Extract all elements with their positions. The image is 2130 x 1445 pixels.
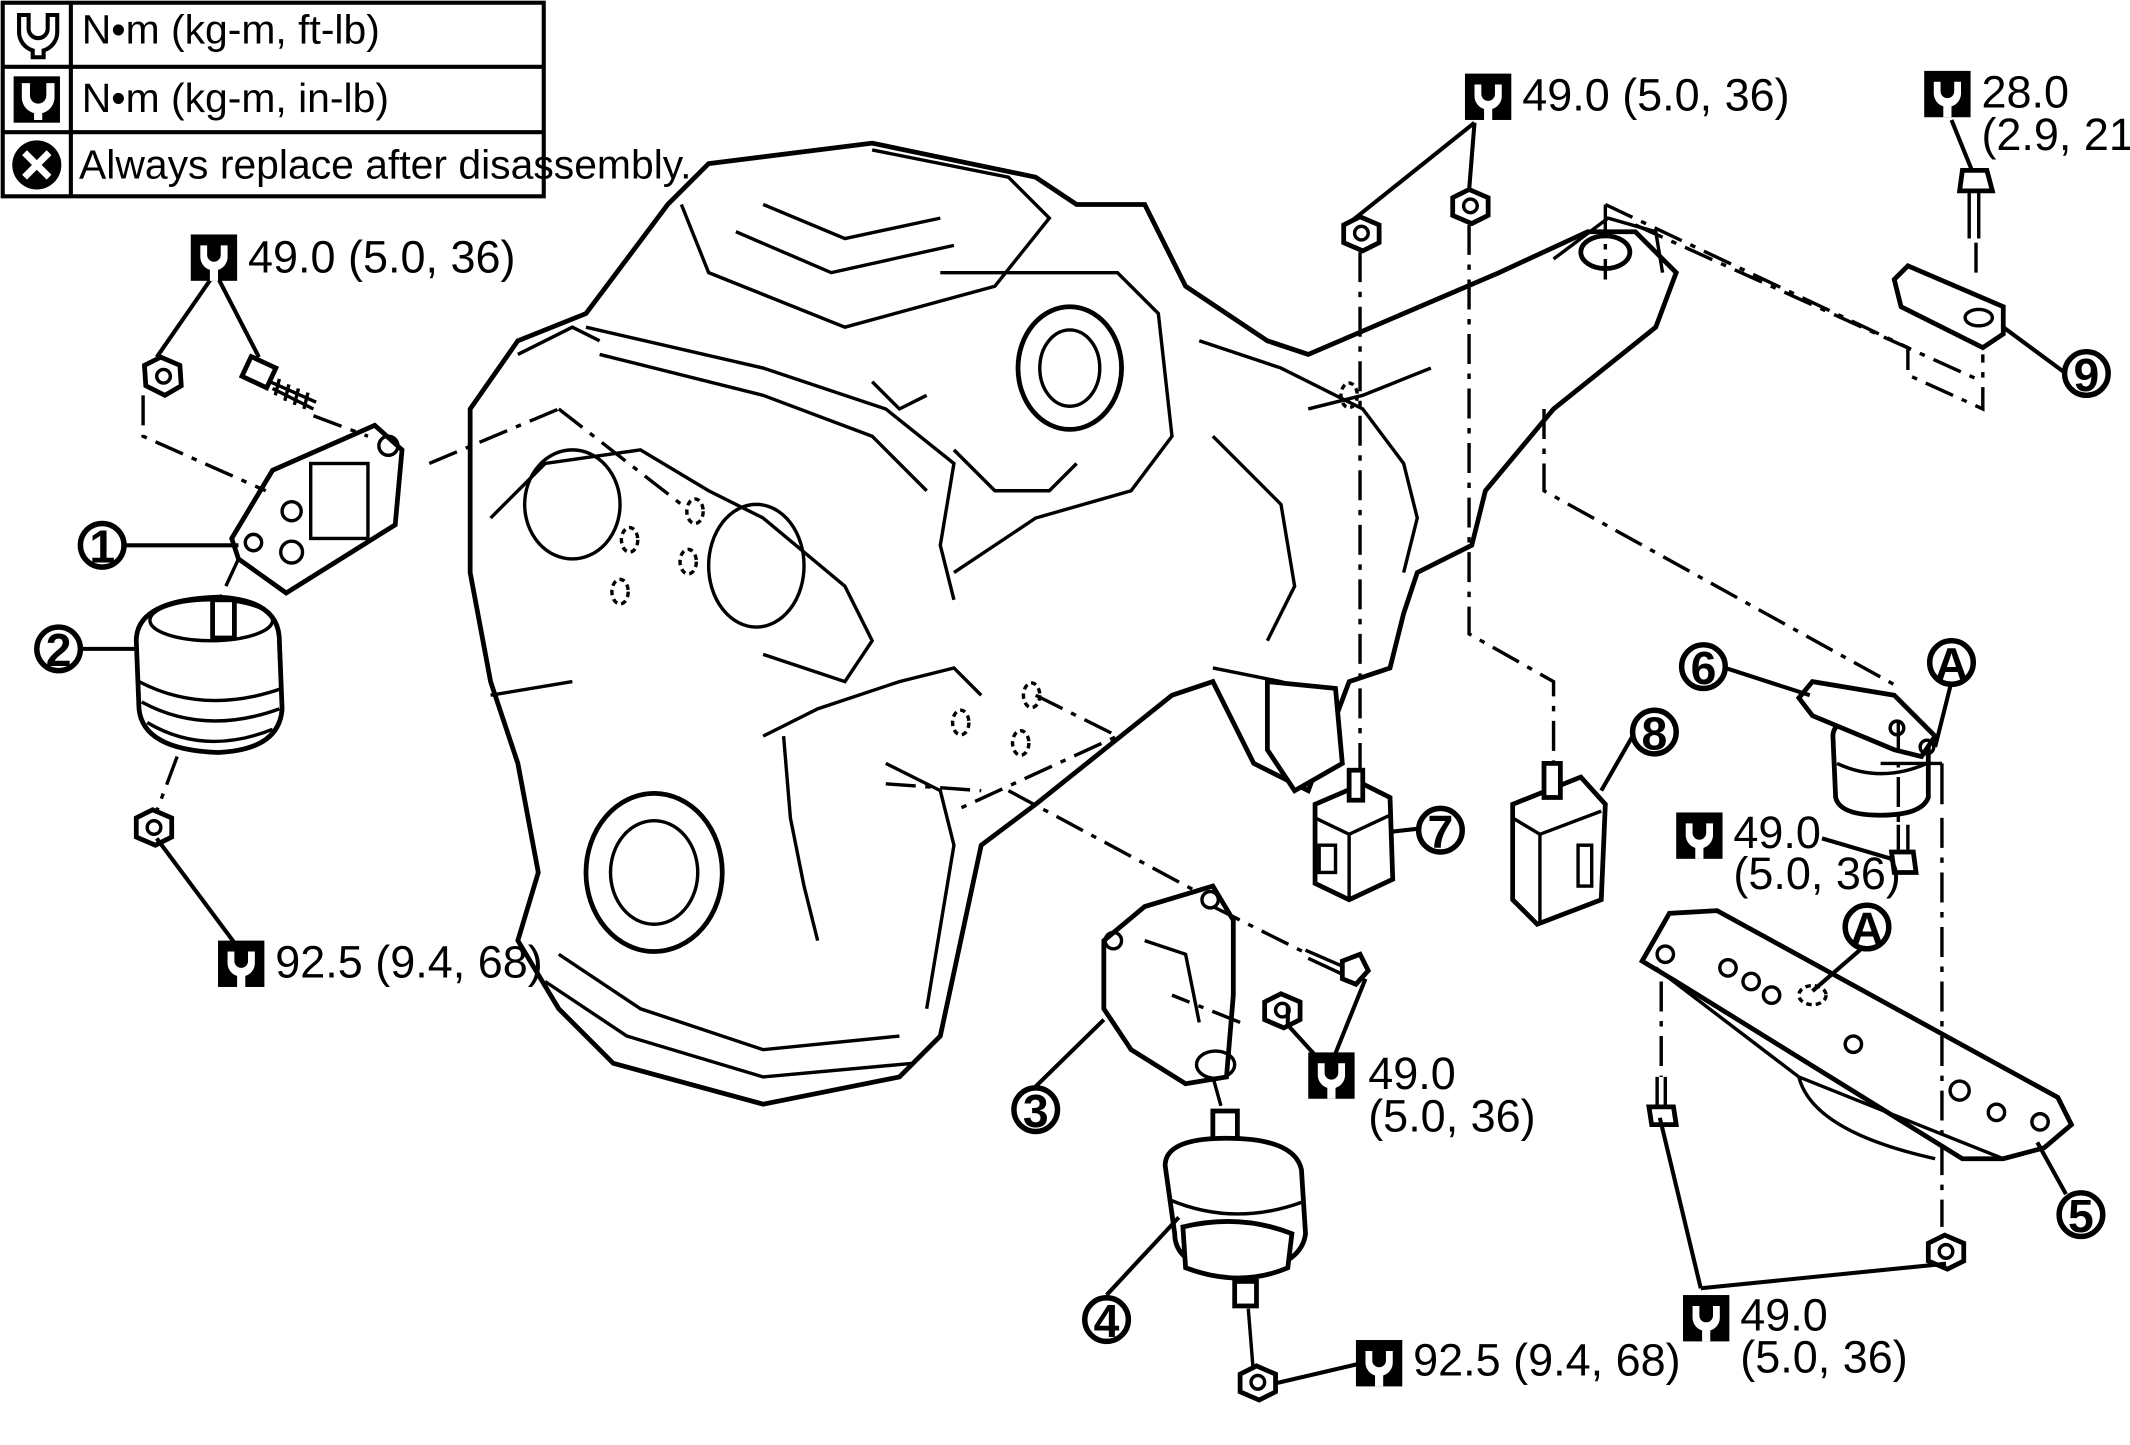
nut-bottom-center — [1237, 1363, 1278, 1403]
svg-text:8: 8 — [1642, 707, 1668, 759]
svg-text:49.0: 49.0 — [1368, 1048, 1456, 1099]
part-4-rh-engine-mounting-insulator — [1162, 1108, 1308, 1377]
svg-text:6: 6 — [1691, 642, 1717, 694]
torque-label-left-bottom: 92.5 (9.4, 68) — [218, 936, 543, 987]
svg-text:(5.0, 36): (5.0, 36) — [1740, 1332, 1907, 1383]
callout-1: 1 — [77, 521, 127, 573]
leader-lines — [81, 119, 2068, 1386]
torque-label-bottom-right: 49.0 (5.0, 36) — [1683, 1289, 1908, 1383]
svg-text:49.0 (5.0, 36): 49.0 (5.0, 36) — [248, 232, 515, 283]
bolt-bottom-right — [1646, 1076, 1679, 1128]
svg-text:2: 2 — [46, 624, 72, 676]
legend-label-ft-lb: N•m (kg-m, ft-lb) — [82, 7, 380, 53]
callout-a-lower: A — [1842, 902, 1892, 954]
torque-label-mid-right: 49.0 (5.0, 36) — [1676, 807, 1901, 899]
callout-6: 6 — [1678, 642, 1728, 694]
callout-9: 9 — [2061, 349, 2111, 401]
nut-bottom-right — [1925, 1232, 1967, 1272]
svg-text:A: A — [1850, 902, 1883, 954]
callout-a-upper: A — [1926, 638, 1977, 690]
assembly-guide-lines — [141, 202, 1985, 1227]
bolt-right-mid — [1888, 824, 1919, 875]
legend-label-in-lb: N•m (kg-m, in-lb) — [82, 75, 389, 121]
torque-label-center: 49.0 (5.0, 36) — [1308, 1048, 1536, 1141]
part-2-lh-engine-mounting-insulator — [133, 594, 285, 755]
torque-wrench-icon — [1308, 1052, 1355, 1099]
part-6-rear-engine-mounting-bracket — [1795, 679, 1944, 818]
torque-wrench-icon — [1683, 1295, 1730, 1342]
part-8-dynamic-damper — [1510, 761, 1608, 928]
svg-text:92.5 (9.4, 68): 92.5 (9.4, 68) — [275, 936, 542, 987]
nut-left-bottom — [133, 807, 175, 848]
nut-left-top — [141, 354, 184, 399]
torque-label-top-right: 28.0 (2.9, 21) — [1924, 67, 2130, 160]
svg-text:A: A — [1935, 638, 1968, 690]
legend-table: N•m (kg-m, ft-lb) N•m (kg-m, in-lb) Alwa… — [0, 0, 692, 199]
torque-wrench-icon — [1464, 73, 1512, 120]
callout-8: 8 — [1629, 707, 1679, 759]
torque-wrench-icon — [218, 940, 265, 987]
torque-wrench-icon — [1355, 1340, 1403, 1387]
svg-text:(5.0, 36): (5.0, 36) — [1733, 848, 1900, 899]
part-5-rear-engine-mounting-member — [1638, 908, 2075, 1162]
part-1-lh-engine-mounting-bracket — [229, 422, 405, 596]
torque-wrench-icon — [1924, 70, 1971, 118]
callout-2: 2 — [34, 624, 84, 676]
legend-label-replace: Always replace after disassembly. — [79, 142, 692, 188]
svg-text:5: 5 — [2068, 1190, 2094, 1242]
bolt-center — [1304, 948, 1372, 988]
svg-text:(5.0, 36): (5.0, 36) — [1368, 1090, 1535, 1141]
callout-4: 4 — [1082, 1295, 1132, 1347]
part-7-dynamic-damper — [1312, 767, 1396, 903]
torque-label-left-top: 49.0 (5.0, 36) — [190, 232, 515, 283]
torque-label-bottom-center: 92.5 (9.4, 68) — [1355, 1334, 1681, 1387]
svg-text:28.0: 28.0 — [1981, 67, 2069, 118]
svg-text:49.0: 49.0 — [1740, 1289, 1828, 1340]
part-9-rear-mount-stopper — [1891, 168, 2006, 351]
part-3-rh-engine-mounting-bracket — [1101, 883, 1237, 1087]
svg-text:1: 1 — [89, 521, 115, 573]
svg-text:4: 4 — [1094, 1295, 1120, 1347]
svg-text:49.0: 49.0 — [1733, 807, 1821, 858]
torque-wrench-icon — [1676, 812, 1723, 859]
nut-center — [1262, 991, 1303, 1031]
svg-text:(2.9, 21): (2.9, 21) — [1981, 109, 2130, 160]
callout-7: 7 — [1415, 806, 1465, 858]
nut-top-center-right — [1450, 186, 1491, 227]
callout-5: 5 — [2056, 1190, 2106, 1242]
svg-text:49.0 (5.0, 36): 49.0 (5.0, 36) — [1522, 69, 1789, 120]
svg-text:9: 9 — [2074, 349, 2100, 401]
svg-text:3: 3 — [1023, 1085, 1049, 1137]
nut-top-center-left — [1341, 214, 1382, 254]
bolt-left-top — [238, 353, 317, 411]
callout-3: 3 — [1011, 1085, 1061, 1137]
torque-wrench-icon — [17, 12, 60, 60]
svg-text:92.5 (9.4, 68): 92.5 (9.4, 68) — [1413, 1334, 1680, 1385]
engine-assembly — [467, 140, 1679, 1107]
svg-text:7: 7 — [1428, 806, 1454, 858]
torque-label-top-center: 49.0 (5.0, 36) — [1464, 69, 1790, 120]
torque-wrench-icon — [190, 234, 238, 281]
replace-x-icon — [12, 140, 62, 190]
torque-wrench-small-icon — [13, 76, 60, 123]
